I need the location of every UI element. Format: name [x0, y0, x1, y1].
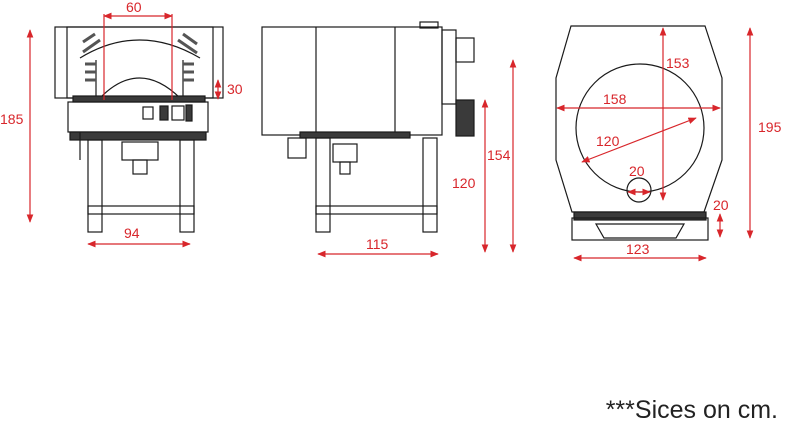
side-oven-body	[261, 26, 443, 136]
dim-top-153: 153	[666, 55, 690, 71]
top-rotation-hub	[626, 177, 652, 203]
front-control-4	[185, 104, 193, 122]
front-rail	[69, 131, 207, 141]
dim-front-60: 60	[126, 0, 142, 15]
top-base	[571, 217, 709, 241]
dim-side-154: 154	[487, 147, 511, 163]
front-oven-body	[54, 26, 224, 99]
dim-top-120-line	[581, 117, 697, 163]
side-burner-neck	[339, 161, 351, 175]
units-note: ***Sices on cm.	[605, 396, 778, 424]
dim-side-120: 120	[452, 175, 476, 191]
dim-top-195: 195	[758, 119, 782, 135]
side-top-vent	[419, 21, 439, 29]
side-burner	[332, 143, 358, 163]
front-dimensions	[26, 12, 222, 248]
dim-top-158: 158	[603, 91, 627, 107]
front-control-3	[171, 105, 185, 121]
front-crossbar	[87, 205, 195, 215]
side-bracket	[287, 137, 307, 159]
dim-front-94: 94	[124, 225, 140, 241]
front-control-2	[159, 105, 169, 121]
side-view	[261, 21, 475, 233]
dim-top-123: 123	[626, 241, 650, 257]
front-control-1	[142, 106, 154, 120]
front-leg-right	[179, 139, 195, 233]
front-mouth-sides	[95, 60, 184, 98]
side-leg-left	[315, 137, 331, 233]
top-dimensions	[556, 27, 754, 262]
side-dimensions	[317, 59, 517, 258]
side-crossbar	[315, 205, 438, 215]
top-oven-outline	[555, 25, 723, 213]
front-burner-neck	[132, 159, 148, 175]
dim-front-30: 30	[227, 81, 243, 97]
side-control-box	[455, 99, 475, 137]
dim-top-20-center: 20	[629, 163, 645, 179]
front-band	[72, 95, 206, 103]
dim-front-185: 185	[0, 111, 24, 127]
front-hatching	[82, 32, 198, 82]
dim-top-20-side: 20	[713, 197, 729, 213]
front-view	[54, 26, 224, 233]
front-dome	[79, 39, 201, 59]
dim-side-115: 115	[366, 236, 389, 252]
front-burner	[121, 141, 159, 161]
side-rail	[299, 131, 411, 139]
top-base-band	[573, 211, 707, 221]
dim-top-120: 120	[596, 133, 620, 149]
side-mouth	[441, 29, 457, 105]
side-leg-right	[422, 137, 438, 233]
front-leg-left	[87, 139, 103, 233]
front-mouth-arch	[99, 77, 181, 99]
top-base-inner	[594, 223, 686, 239]
side-handle	[455, 37, 475, 63]
top-view	[555, 25, 723, 241]
